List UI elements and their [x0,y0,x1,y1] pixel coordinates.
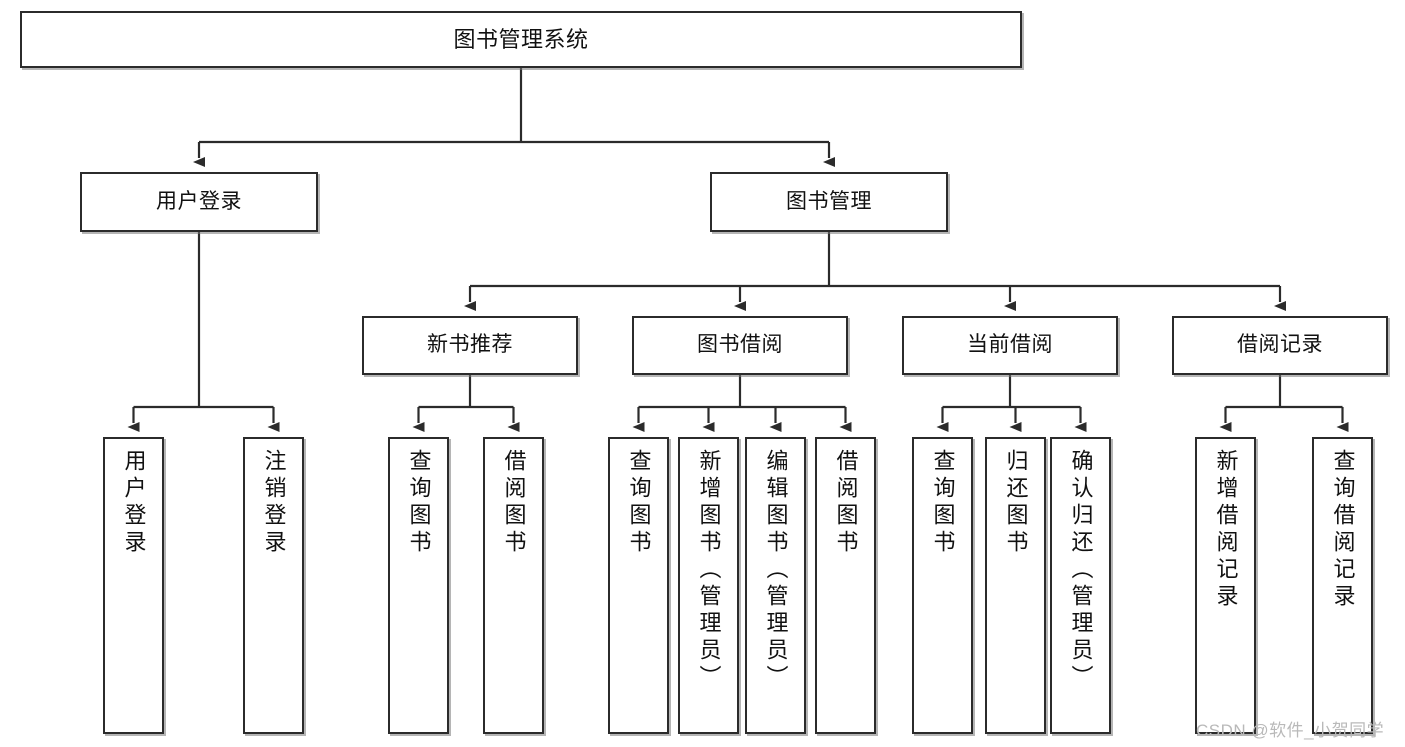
node-leaf-confirm-return[interactable]: 确认归还（管理员） [1050,437,1111,734]
node-label: 当前借阅 [967,333,1053,357]
csdn-watermark: CSDN @软件_小贺同学 [1196,721,1385,740]
node-root[interactable]: 图书管理系统 [20,11,1022,68]
node-label: 归还图书 [1003,449,1029,557]
node-label: 用户登录 [121,449,147,557]
node-borrow[interactable]: 图书借阅 [632,316,848,375]
node-newbook[interactable]: 新书推荐 [362,316,578,375]
node-records[interactable]: 借阅记录 [1172,316,1388,375]
node-leaf-query-book-2[interactable]: 查询图书 [608,437,669,734]
node-label: 图书管理 [786,189,872,213]
node-leaf-borrow-book-2[interactable]: 借阅图书 [815,437,876,734]
node-leaf-add-book[interactable]: 新增图书（管理员） [678,437,739,734]
node-label: 查询图书 [626,449,652,557]
node-label: 借阅图书 [501,449,527,557]
node-leaf-edit-book[interactable]: 编辑图书（管理员） [745,437,806,734]
node-label: 查询借阅记录 [1330,449,1356,611]
node-leaf-borrow-book-1[interactable]: 借阅图书 [483,437,544,734]
node-leaf-query-book-3[interactable]: 查询图书 [912,437,973,734]
node-label: 编辑图书（管理员） [763,449,789,692]
node-leaf-add-record[interactable]: 新增借阅记录 [1195,437,1256,734]
node-label: 图书借阅 [697,333,783,357]
node-leaf-return-book[interactable]: 归还图书 [985,437,1046,734]
node-label: 注销登录 [261,449,287,557]
node-bookmgmt[interactable]: 图书管理 [710,172,948,232]
node-label: 借阅记录 [1237,333,1323,357]
node-login[interactable]: 用户登录 [80,172,318,232]
node-label: 新书推荐 [427,333,513,357]
node-current[interactable]: 当前借阅 [902,316,1118,375]
node-leaf-query-record[interactable]: 查询借阅记录 [1312,437,1373,734]
node-leaf-logout[interactable]: 注销登录 [243,437,304,734]
node-label: 新增借阅记录 [1213,449,1239,611]
node-label: 新增图书（管理员） [696,449,722,692]
node-leaf-query-book-1[interactable]: 查询图书 [388,437,449,734]
node-label: 图书管理系统 [453,26,589,52]
node-label: 查询图书 [406,449,432,557]
node-label: 用户登录 [156,189,242,213]
node-label: 查询图书 [930,449,956,557]
node-leaf-user-login[interactable]: 用户登录 [103,437,164,734]
node-label: 确认归还（管理员） [1068,449,1094,692]
node-label: 借阅图书 [833,449,859,557]
